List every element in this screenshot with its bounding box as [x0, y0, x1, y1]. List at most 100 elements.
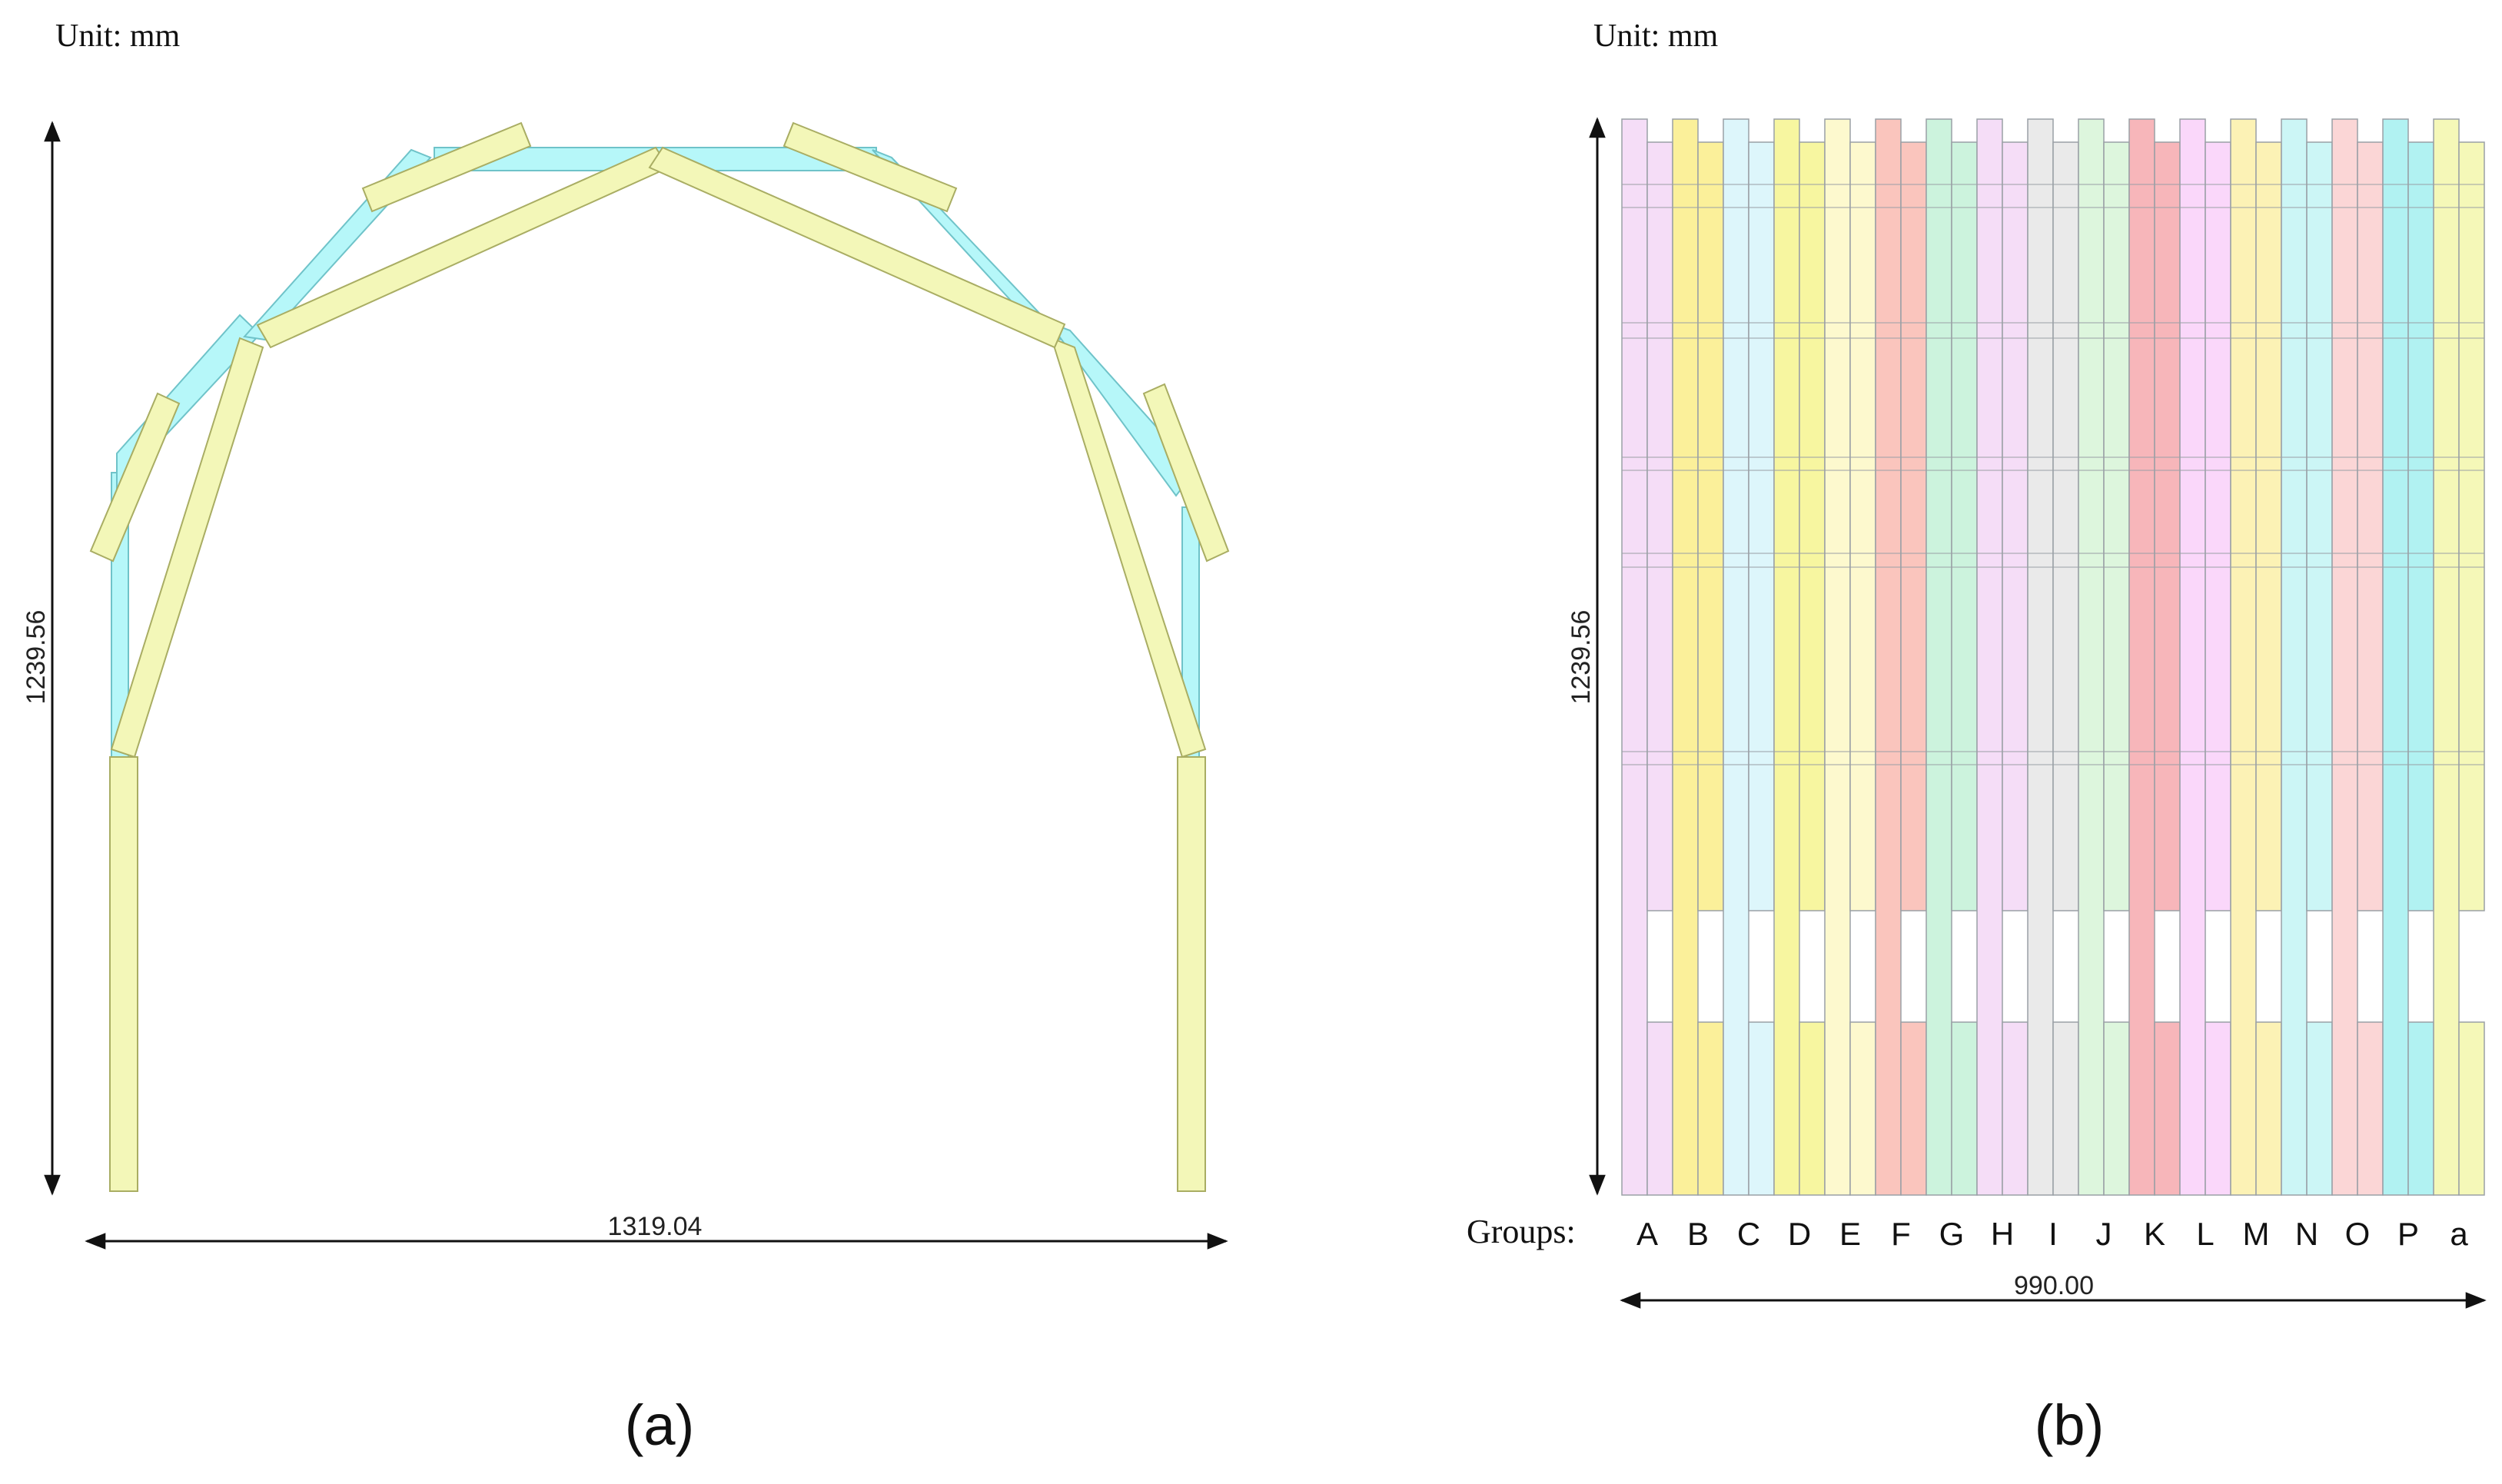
member-full-F — [1875, 118, 1902, 1196]
panel-a: Unit: mm 1239.56 1319.04 — [22, 18, 1230, 1457]
group-column-K — [2128, 118, 2181, 1196]
group-label-G: G — [1939, 1216, 1965, 1252]
group-column-C — [1723, 118, 1775, 1196]
group-column-D — [1773, 118, 1826, 1196]
group-label-C: C — [1737, 1216, 1760, 1252]
member-full-P — [2382, 118, 2409, 1196]
height-dimension-b: 1239.56 — [1567, 610, 1596, 705]
member-full-L — [2179, 118, 2206, 1196]
member-full-B — [1672, 118, 1699, 1196]
member-split-K-2 — [2154, 1021, 2181, 1196]
group-column-G — [1926, 118, 1978, 1196]
group-column-F — [1875, 118, 1927, 1196]
member-full-J — [2078, 118, 2105, 1196]
group-label-D: D — [1788, 1216, 1811, 1252]
group-column-P — [2382, 118, 2434, 1196]
member-full-C — [1723, 118, 1749, 1196]
member-split-a-2 — [2458, 1021, 2485, 1196]
member-split-O-1 — [2357, 141, 2384, 911]
member-full-D — [1773, 118, 1800, 1196]
group-column-L — [2179, 118, 2231, 1196]
member-full-a — [2433, 118, 2460, 1196]
member-full-O — [2331, 118, 2358, 1196]
group-label-I: I — [2048, 1216, 2058, 1252]
group-column-B — [1672, 118, 1724, 1196]
group-label-J: J — [2096, 1216, 2112, 1252]
member-split-P-2 — [2407, 1021, 2434, 1196]
member-split-F-1 — [1900, 141, 1927, 911]
width-dimension-b: 990.00 — [2014, 1271, 2094, 1300]
member-full-E — [1824, 118, 1851, 1196]
member-split-A-2 — [1646, 1021, 1673, 1196]
group-columns — [1621, 118, 2485, 1196]
member-full-I — [2027, 118, 2054, 1196]
group-column-I — [2027, 118, 2079, 1196]
member-split-A-1 — [1646, 141, 1673, 911]
left-short-brace — [89, 392, 181, 563]
member-full-K — [2128, 118, 2155, 1196]
group-label-B: B — [1687, 1216, 1709, 1252]
member-split-a-1 — [2458, 141, 2485, 911]
group-label-A: A — [1636, 1216, 1658, 1252]
right-long-rafter — [1050, 337, 1207, 759]
member-full-N — [2281, 118, 2308, 1196]
member-split-P-1 — [2407, 141, 2434, 911]
member-split-B-2 — [1697, 1021, 1724, 1196]
left-column — [109, 756, 138, 1192]
member-split-E-2 — [1849, 1021, 1876, 1196]
member-split-G-2 — [1951, 1021, 1978, 1196]
right-short-brace — [1142, 383, 1230, 563]
right-column — [1177, 756, 1206, 1192]
group-label-N: N — [2295, 1216, 2318, 1252]
group-column-a — [2433, 118, 2485, 1196]
member-split-I-1 — [2052, 141, 2079, 911]
member-full-A — [1621, 118, 1648, 1196]
member-split-O-2 — [2357, 1021, 2384, 1196]
member-split-F-2 — [1900, 1021, 1927, 1196]
member-full-H — [1976, 118, 2003, 1196]
group-label-O: O — [2345, 1216, 2371, 1252]
member-split-J-2 — [2103, 1021, 2130, 1196]
member-split-E-1 — [1849, 141, 1876, 911]
group-label-K: K — [2144, 1216, 2165, 1252]
member-split-C-2 — [1748, 1021, 1775, 1196]
arch-frame — [111, 147, 1200, 758]
left-top-rafter — [256, 146, 670, 349]
left-long-rafter — [110, 337, 264, 759]
unit-label-a: Unit: mm — [55, 18, 181, 54]
group-column-N — [2281, 118, 2333, 1196]
group-column-J — [2078, 118, 2130, 1196]
member-split-G-1 — [1951, 141, 1978, 911]
group-label-F: F — [1891, 1216, 1911, 1252]
member-split-B-1 — [1697, 141, 1724, 911]
width-dimension-a: 1319.04 — [608, 1212, 703, 1241]
group-label-L: L — [2196, 1216, 2214, 1252]
member-split-N-1 — [2306, 141, 2333, 911]
caption-b: (b) — [2035, 1393, 2104, 1457]
group-label-H: H — [1991, 1216, 2014, 1252]
group-label-a: a — [2450, 1216, 2468, 1252]
member-split-M-1 — [2255, 141, 2282, 911]
member-split-J-1 — [2103, 141, 2130, 911]
left-top-plate — [361, 121, 532, 213]
member-full-G — [1926, 118, 1952, 1196]
member-split-I-2 — [2052, 1021, 2079, 1196]
group-column-H — [1976, 118, 2029, 1196]
height-dimension-a: 1239.56 — [22, 610, 51, 705]
group-label-E: E — [1839, 1216, 1861, 1252]
member-split-K-1 — [2154, 141, 2181, 911]
unit-label-b: Unit: mm — [1593, 18, 1719, 54]
member-split-L-2 — [2205, 1021, 2231, 1196]
member-split-M-2 — [2255, 1021, 2282, 1196]
caption-a: (a) — [625, 1393, 694, 1457]
member-split-D-2 — [1799, 1021, 1826, 1196]
group-column-A — [1621, 118, 1673, 1196]
groups-label: Groups: — [1467, 1213, 1576, 1250]
member-split-L-1 — [2205, 141, 2231, 911]
group-column-O — [2331, 118, 2384, 1196]
member-split-H-2 — [2002, 1021, 2029, 1196]
group-label-M: M — [2243, 1216, 2270, 1252]
